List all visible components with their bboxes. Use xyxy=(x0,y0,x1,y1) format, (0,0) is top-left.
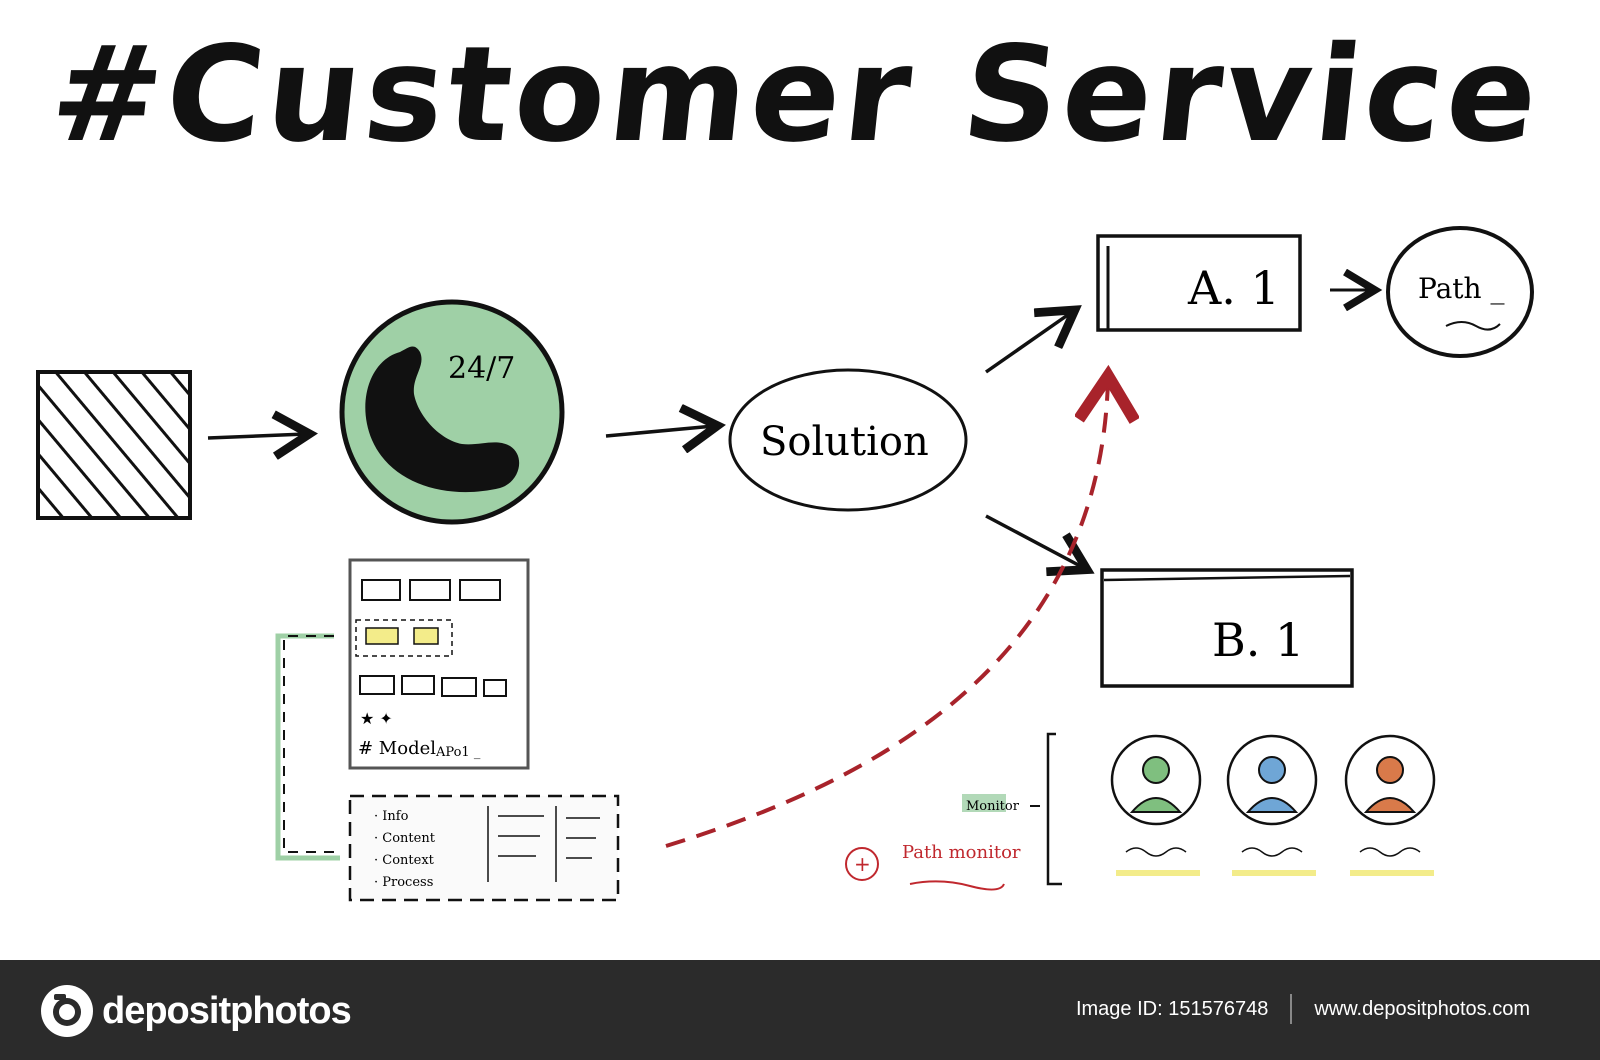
circle-note-label: Path _ xyxy=(1418,272,1504,305)
svg-text:★ ✦: ★ ✦ xyxy=(360,709,393,728)
diagram-canvas: 24/7 Solution A. 1 Path _ B. 1 xyxy=(36,226,1534,902)
box-a: A. 1 xyxy=(1096,234,1302,332)
separator xyxy=(1290,994,1293,1024)
box-b: B. 1 xyxy=(1100,568,1354,688)
brand-name: depositphotos xyxy=(102,989,352,1032)
footer-meta: Image ID: 151576748 www.depositphotos.co… xyxy=(1076,994,1530,1024)
add-icon xyxy=(845,847,879,881)
avatar xyxy=(1344,734,1436,876)
green-bracket xyxy=(275,633,340,861)
website-link[interactable]: www.depositphotos.com xyxy=(1314,997,1530,1020)
doc-list-item: · Context xyxy=(374,853,435,868)
phone-badge: 24/7 xyxy=(448,351,515,386)
doc-list-item: · Content xyxy=(374,831,436,846)
phone-icon xyxy=(365,346,520,493)
document-panel: · Info · Content · Context · Process xyxy=(348,794,620,902)
phone-circle: 24/7 xyxy=(339,299,565,525)
footer-bar: depositphotos Image ID: 151576748 www.de… xyxy=(0,960,1600,1060)
monitor-area: Monitor + Path monitor xyxy=(845,732,1062,891)
box-b-label: B. 1 xyxy=(1212,613,1304,667)
wireframe-tablet: ★ ✦ # Model APo1 _ xyxy=(348,558,530,770)
arrow-phone-to-solution xyxy=(605,426,714,436)
arrow-solution-to-b xyxy=(985,514,1084,568)
doc-list-item: · Process xyxy=(374,875,433,890)
model-code: APo1 _ xyxy=(435,745,481,760)
image-id: Image ID: 151576748 xyxy=(1075,997,1269,1020)
avatar xyxy=(1110,734,1202,876)
red-note: Path monitor xyxy=(902,842,1021,863)
arrow-solution-to-a xyxy=(984,312,1072,374)
hatched-square xyxy=(36,370,192,520)
box-a-label: A. 1 xyxy=(1187,261,1280,315)
monitor-label: Monitor xyxy=(966,799,1020,814)
solution-label: Solution xyxy=(760,419,929,465)
svg-text:+: + xyxy=(854,852,871,876)
avatar xyxy=(1226,734,1318,876)
doc-list-item: · Info xyxy=(374,809,409,824)
model-label: # Model xyxy=(358,738,436,759)
circle-note: Path _ xyxy=(1386,226,1534,358)
avatar-group xyxy=(1110,734,1436,876)
dashed-red-arrow xyxy=(665,380,1108,848)
solution-node: Solution xyxy=(728,368,968,512)
brand-logo: depositphotos xyxy=(40,984,352,1038)
camera-icon xyxy=(41,985,93,1037)
arrow-square-to-phone xyxy=(207,434,306,438)
